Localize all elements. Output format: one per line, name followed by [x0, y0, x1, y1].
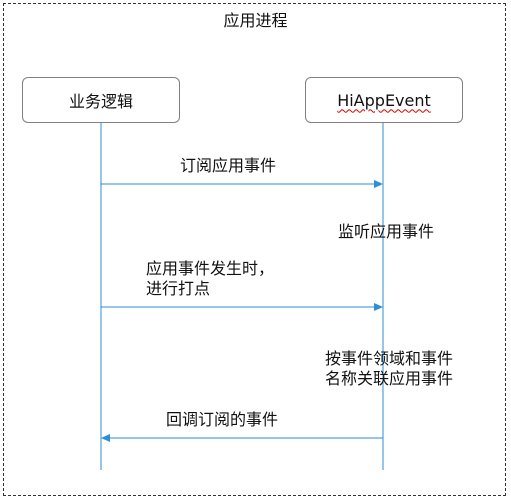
arrowhead-subscribe: [374, 180, 383, 188]
participant-hiappevent-label: HiAppEvent: [337, 90, 431, 110]
arrowhead-event-log: [374, 303, 383, 311]
note-listen: 监听应用事件: [338, 222, 435, 241]
message-callback: 回调订阅的事件: [166, 410, 279, 429]
participant-business-logic: 业务逻辑: [22, 77, 180, 123]
process-boundary: [3, 3, 506, 496]
note-associate-line2: 名称关联应用事件: [325, 369, 454, 388]
participant-hiappevent: HiAppEvent: [305, 77, 463, 123]
message-subscribe: 订阅应用事件: [180, 156, 277, 175]
process-title: 应用进程: [223, 11, 288, 30]
message-event-line1: 应用事件发生时，: [146, 259, 275, 278]
message-event-line2: 进行打点: [146, 279, 211, 298]
participant-business-logic-label: 业务逻辑: [68, 92, 133, 111]
arrowhead-callback: [101, 434, 110, 442]
note-associate-line1: 按事件领域和事件: [325, 349, 454, 368]
